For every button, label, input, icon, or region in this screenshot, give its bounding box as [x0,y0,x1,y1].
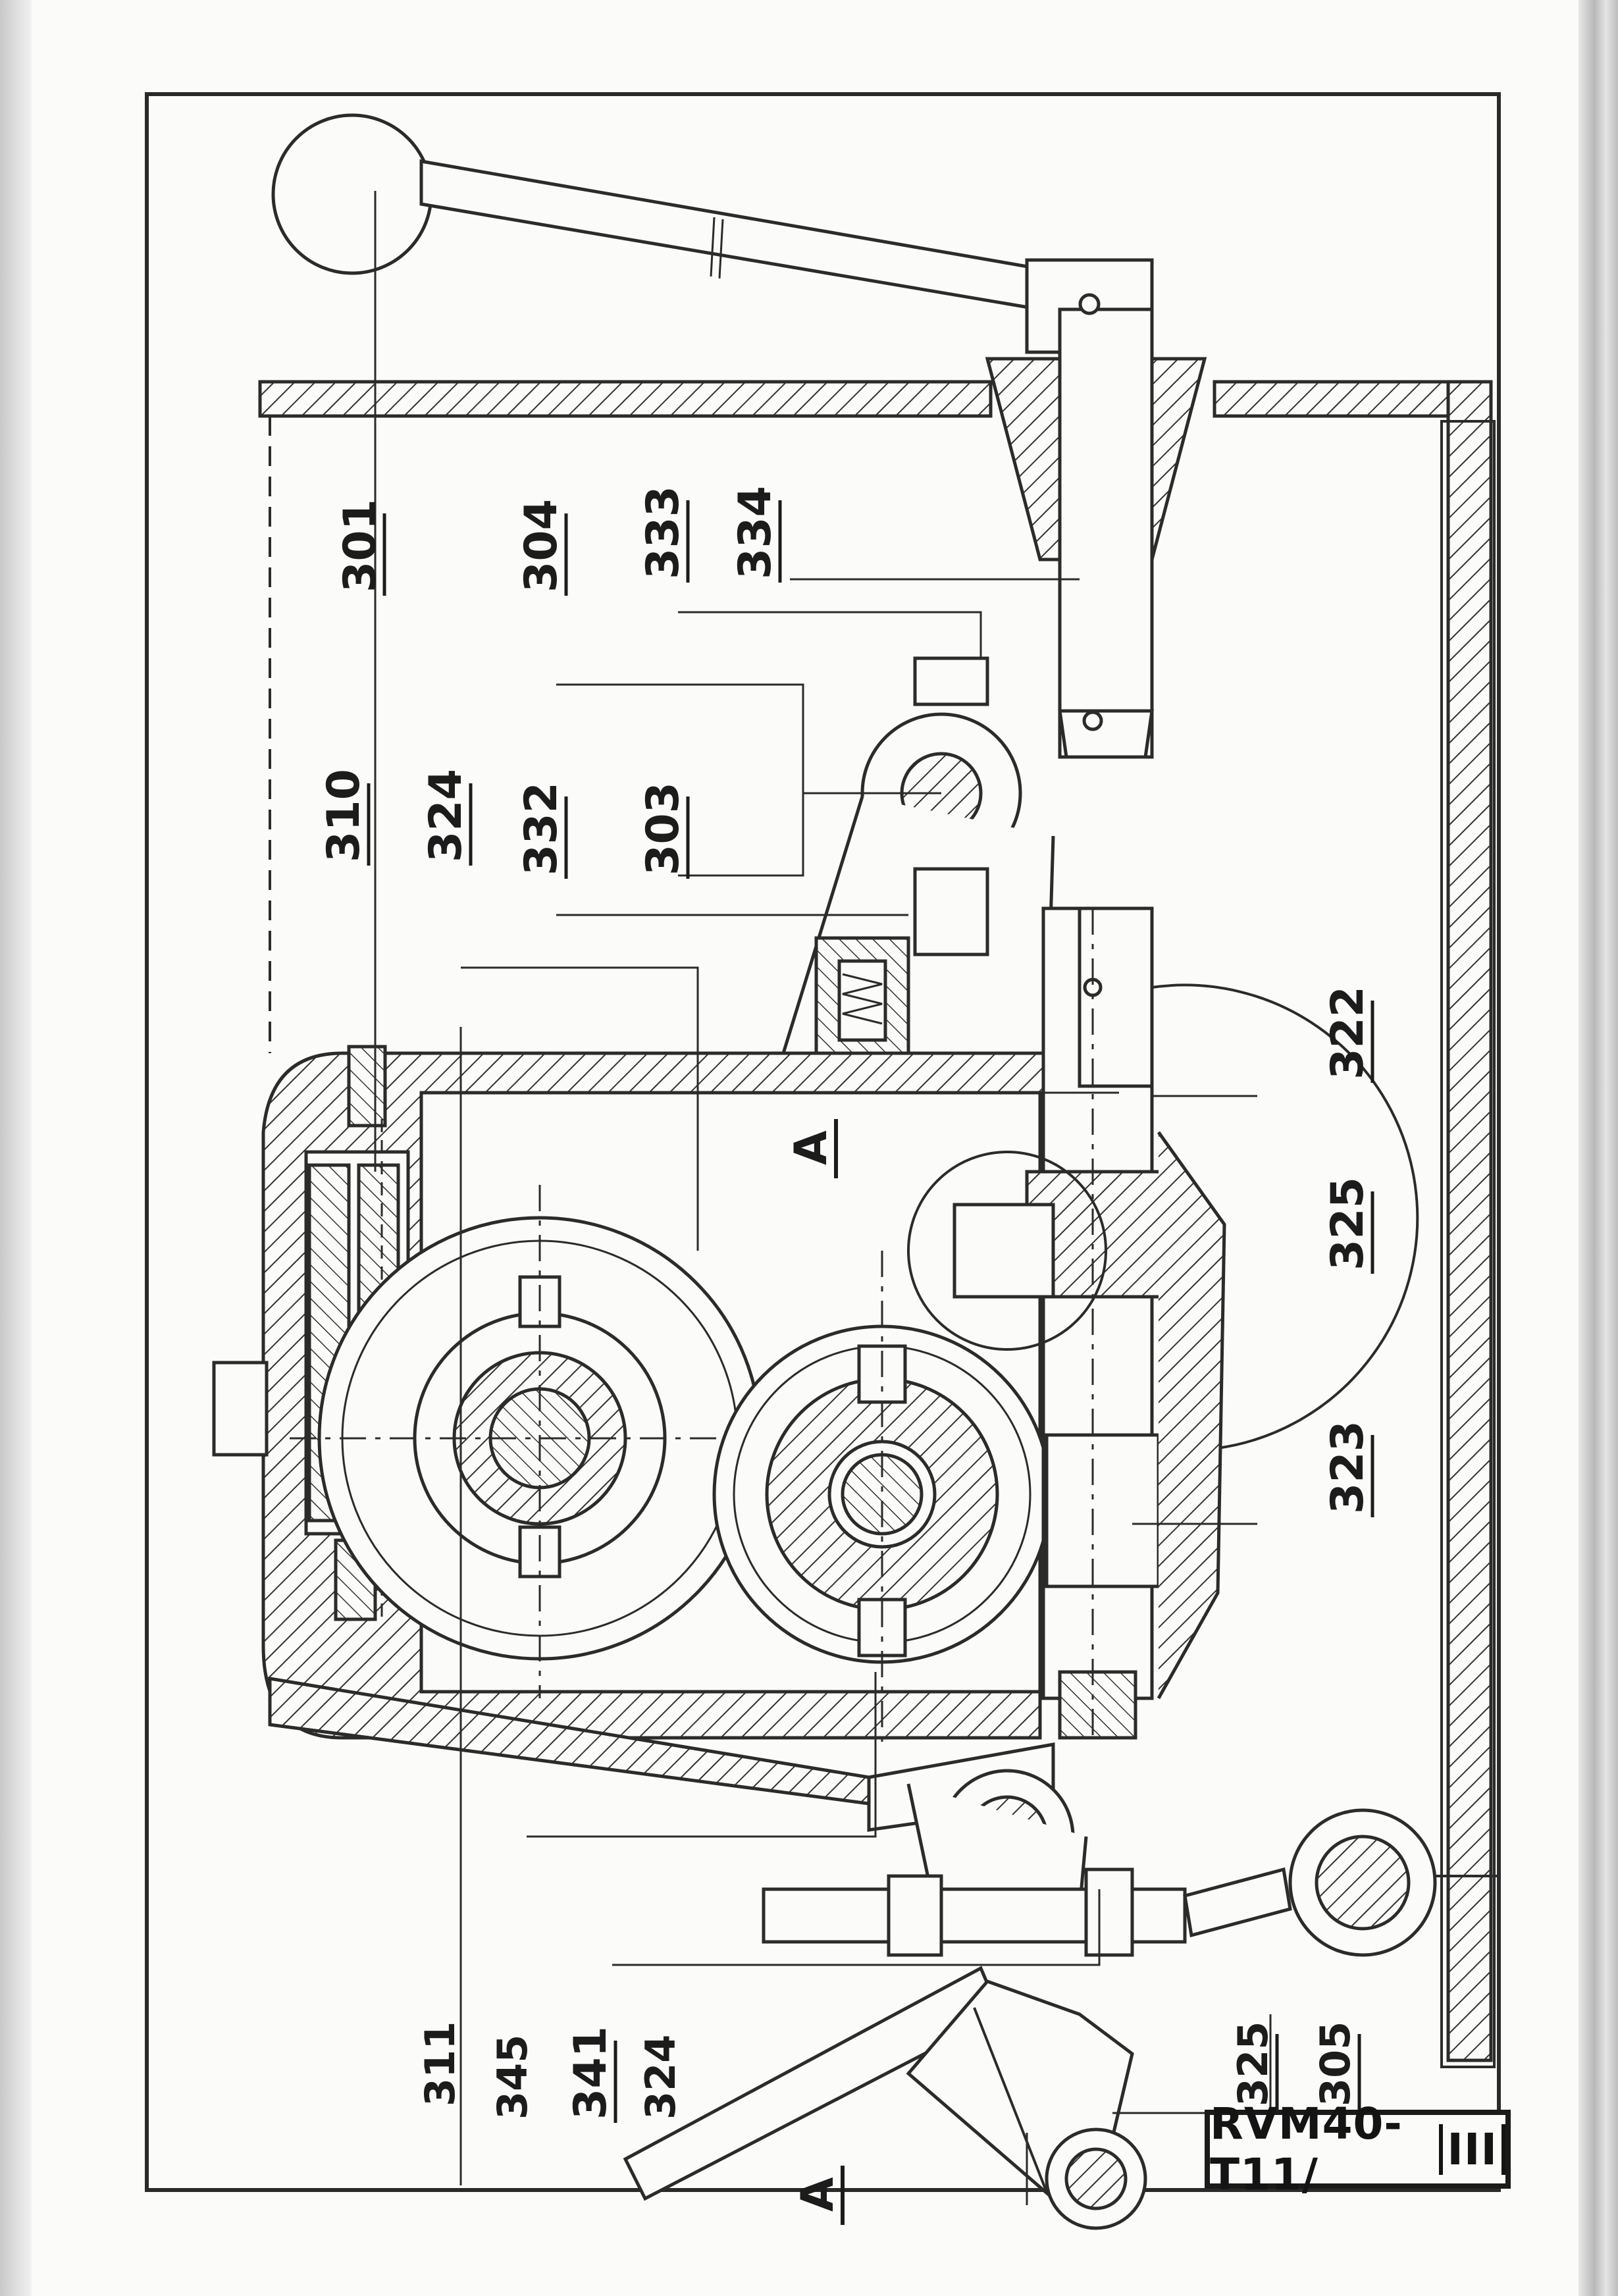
cross-shaft [907,906,1419,1740]
part-labels: 301 304 333 334 310 324 332 303 322 325 … [318,486,1374,2120]
drawing-frame [145,92,1501,2192]
section-a-center: A [785,1130,837,1165]
label-324-top: 324 [420,769,472,862]
lever-hub [913,258,1207,759]
top-housing-wall [258,380,1493,2062]
section-a-bottom: A [792,2177,844,2212]
label-341: 341 [565,2026,617,2120]
label-333: 333 [637,486,689,579]
label-301: 301 [334,499,386,592]
drawing-sheet-number: III [1439,2124,1505,2175]
label-305: 305 [1311,2022,1359,2106]
label-324-bottom: 324 [637,2035,685,2120]
spring-plunger [814,936,910,1055]
lower-linkage [762,1769,1501,1957]
label-345: 345 [488,2035,536,2120]
label-310: 310 [318,769,370,862]
bottom-rail [1440,420,1496,2068]
label-334: 334 [729,486,781,579]
label-325-bottom: 325 [1229,2022,1277,2106]
drawing-code: RVM40-T11/ [1210,2099,1403,2200]
label-311: 311 [416,2022,464,2106]
title-block: RVM40-T11/ III [1205,2099,1511,2200]
scan-edge-right [1579,0,1618,2296]
label-322: 322 [1322,986,1374,1080]
label-underlines [367,500,1374,2123]
label-304: 304 [515,499,567,592]
section-markers: A A [785,1119,845,2225]
label-332: 332 [515,782,567,875]
scan-edge-left [0,0,32,2296]
label-325-mid: 325 [1322,1177,1374,1270]
label-323: 323 [1322,1421,1374,1514]
lower-gear [712,1251,1052,1751]
hand-lever [271,113,1049,311]
label-303: 303 [637,782,689,875]
section-a-detail [623,1966,1147,2230]
leader-lines [374,191,1272,2205]
